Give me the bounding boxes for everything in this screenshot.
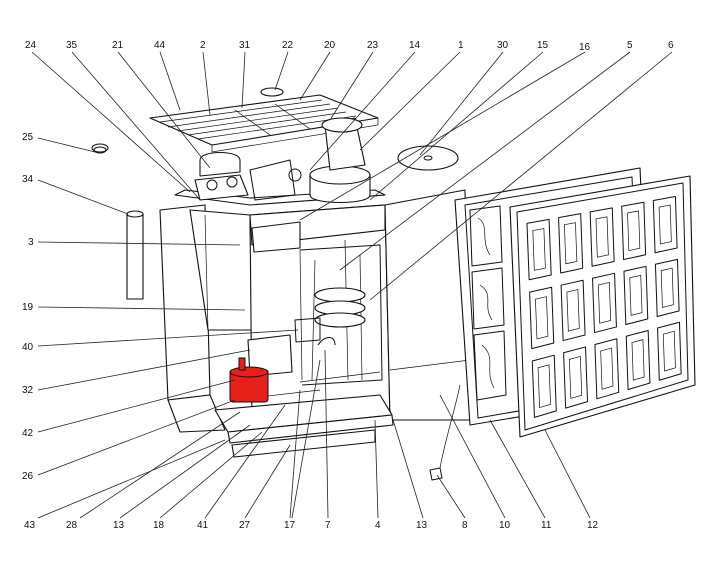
- panel-cell-inset: [564, 222, 578, 265]
- callout-34: 34: [22, 174, 34, 185]
- panel-cell: [652, 195, 678, 254]
- callout-40: 40: [22, 342, 34, 353]
- panel-cell-inset: [535, 296, 549, 340]
- panel-cell-inset: [600, 347, 614, 390]
- callout-20: 20: [324, 40, 336, 51]
- panel-cell: [594, 338, 620, 400]
- callout-44: 44: [154, 40, 166, 51]
- panel-cell: [526, 218, 552, 281]
- callout-8: 8: [462, 520, 468, 531]
- panel-cell-inset: [660, 267, 674, 308]
- callout-18: 18: [153, 520, 165, 531]
- inner-chamber: [247, 317, 336, 377]
- callout-27: 27: [239, 520, 251, 531]
- panel-cell: [563, 346, 589, 409]
- highlighted-tank-top: [229, 366, 269, 378]
- callouts-left: 25 34 3 19 40 32 42 26: [22, 132, 34, 482]
- callout-19: 19: [22, 302, 34, 313]
- callout-12: 12: [587, 520, 599, 531]
- callout-43: 43: [24, 520, 36, 531]
- flue-pipe: [91, 143, 144, 300]
- callouts-top: 24 35 21 44 2 31 22 20 23 14 1 30 15 16 …: [25, 40, 674, 53]
- callout-13-left: 13: [113, 520, 125, 531]
- front-grid-panel: [509, 175, 696, 438]
- callout-10: 10: [499, 520, 511, 531]
- panel-cell: [592, 272, 617, 334]
- panel-cell: [531, 354, 557, 418]
- callout-3: 3: [28, 237, 34, 248]
- callout-22: 22: [282, 40, 294, 51]
- callout-32: 32: [22, 385, 34, 396]
- callout-4: 4: [375, 520, 381, 531]
- base-tray: [214, 371, 394, 458]
- callout-26: 26: [22, 471, 34, 482]
- callout-23: 23: [367, 40, 379, 51]
- panel-cell-inset: [658, 204, 672, 245]
- panel-cell-inset: [627, 210, 641, 251]
- leader-lines: [31, 51, 673, 519]
- callout-1: 1: [458, 40, 464, 51]
- panel-cell: [654, 258, 680, 318]
- callout-24: 24: [25, 40, 37, 51]
- panel-cell-inset: [597, 281, 612, 324]
- panel-cell: [558, 213, 584, 274]
- small-parts: [93, 87, 461, 481]
- panel-cell-inset: [629, 274, 643, 316]
- callout-5: 5: [627, 40, 633, 51]
- highlighted-tank-stem: [238, 357, 246, 371]
- highlighted-component: [229, 357, 269, 403]
- callout-21: 21: [112, 40, 124, 51]
- panel-cell-inset: [631, 339, 645, 381]
- callout-31: 31: [239, 40, 251, 51]
- callout-11: 11: [541, 520, 552, 531]
- callout-16: 16: [579, 42, 591, 53]
- panel-cell: [621, 201, 647, 261]
- panel-cell-inset: [566, 289, 580, 332]
- cylinder-burner: [309, 117, 371, 381]
- callout-42: 42: [22, 428, 34, 439]
- panel-cell-grid: [526, 195, 682, 418]
- top-grille: [149, 94, 379, 153]
- panel-cell: [589, 207, 615, 267]
- callout-30: 30: [497, 40, 509, 51]
- callout-17: 17: [284, 520, 296, 531]
- callout-25: 25: [22, 132, 34, 143]
- callout-14: 14: [409, 40, 421, 51]
- panel-cell-inset: [595, 216, 609, 258]
- panel-cell: [529, 286, 555, 350]
- panel-cell-inset: [662, 330, 676, 372]
- callout-6: 6: [668, 40, 674, 51]
- callout-2: 2: [200, 40, 206, 51]
- panel-cell-inset: [537, 364, 551, 409]
- panel-cell-inset: [532, 228, 546, 271]
- callout-15: 15: [537, 40, 549, 51]
- panel-cell: [560, 279, 586, 342]
- callout-35: 35: [66, 40, 78, 51]
- panel-cell-inset: [569, 355, 583, 399]
- callouts-bottom: 43 28 13 18 41 27 17 7 4 13 8 10 11 12: [24, 520, 599, 531]
- stove-body: [159, 189, 471, 433]
- panel-cell: [623, 265, 649, 326]
- round-plate: [397, 145, 459, 171]
- panel-cell: [625, 329, 651, 391]
- callout-13-right: 13: [416, 520, 428, 531]
- callout-41: 41: [197, 520, 209, 531]
- callout-7: 7: [325, 520, 331, 531]
- panel-cell: [657, 321, 682, 381]
- valve-block: [194, 151, 302, 201]
- callout-28: 28: [66, 520, 78, 531]
